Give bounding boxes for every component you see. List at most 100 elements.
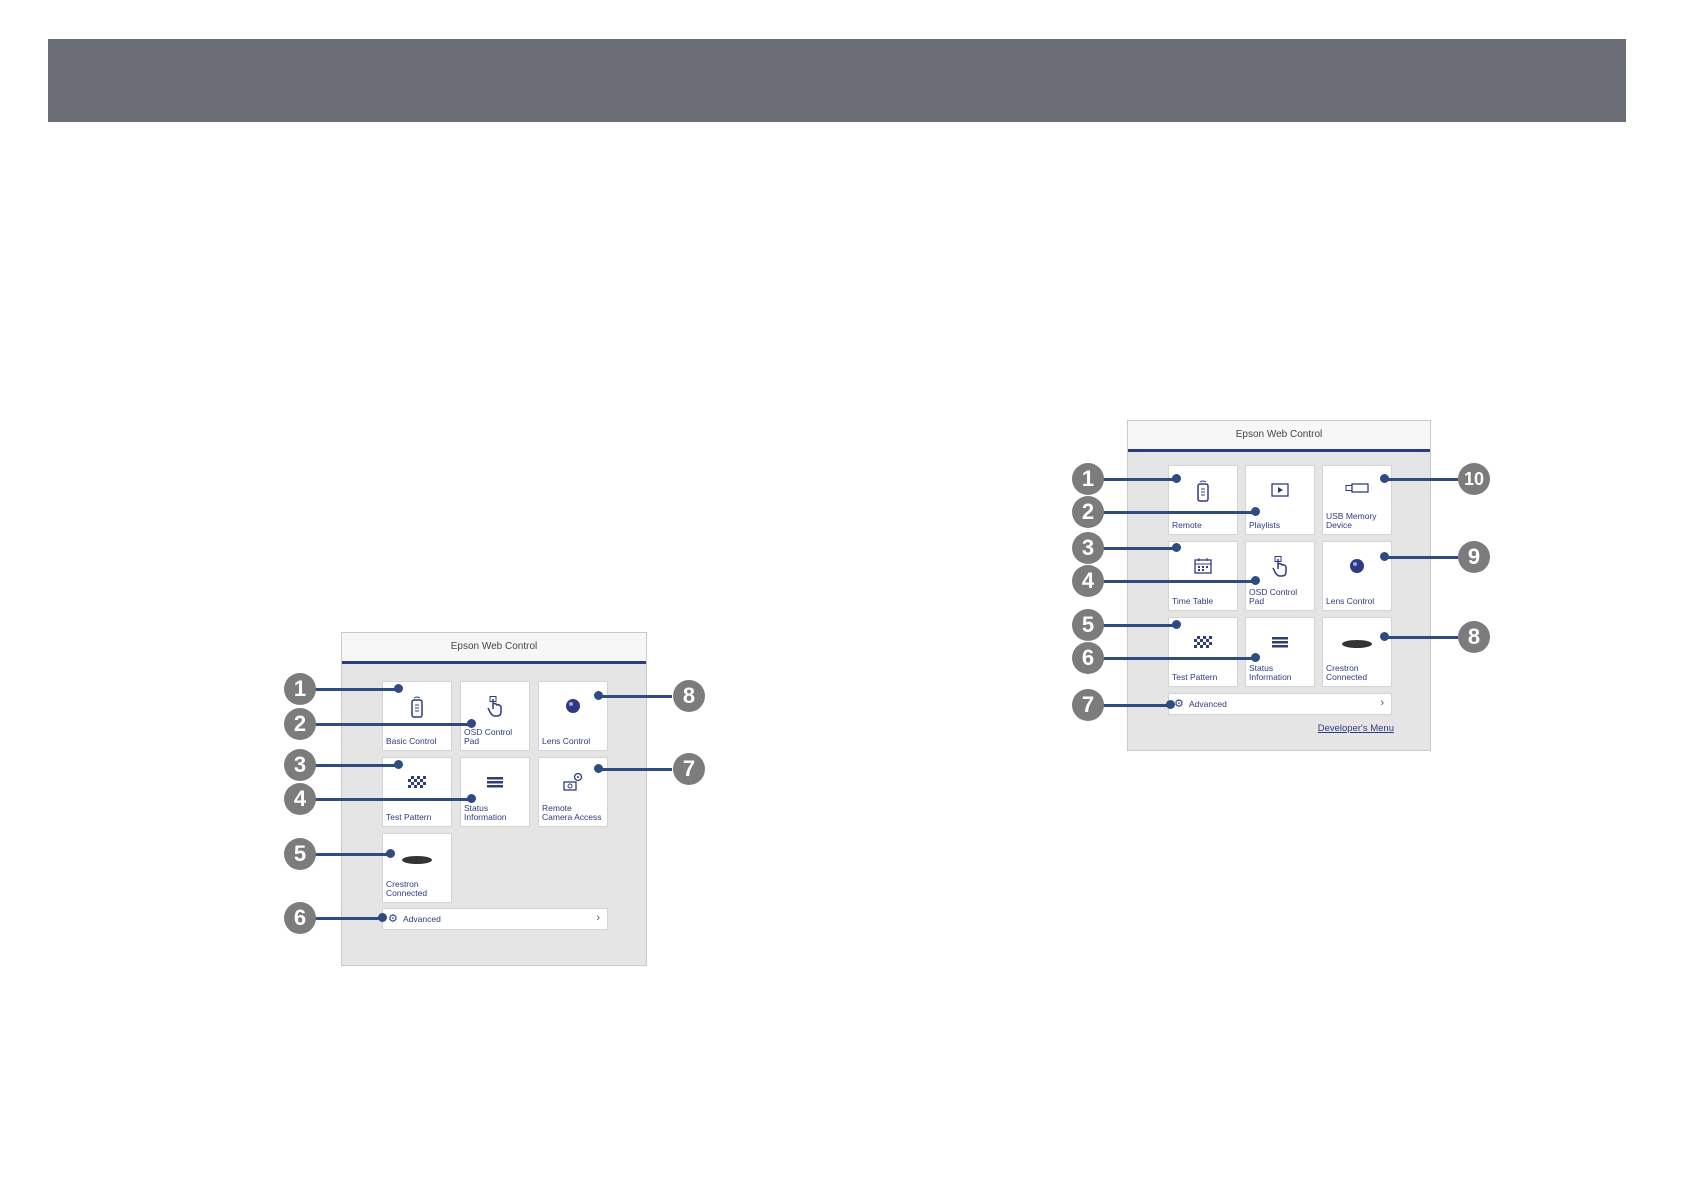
status-information-tile[interactable]: Status Information <box>460 757 530 827</box>
tile-label: Lens Control <box>542 736 591 746</box>
chevron-right-icon: › <box>596 912 600 924</box>
leader-line <box>598 695 672 698</box>
basic-control-tile[interactable]: Basic Control <box>382 681 452 751</box>
leader-dot <box>1251 507 1260 516</box>
leader-line <box>1100 547 1178 550</box>
tile-label: Basic Control <box>386 736 437 746</box>
leader-line <box>312 764 400 767</box>
callout-2: 2 <box>1072 496 1104 528</box>
tile-label: Time Table <box>1172 596 1214 606</box>
callout-8: 8 <box>673 680 705 712</box>
remote-camera-access-tile[interactable]: Remote Camera Access <box>538 757 608 827</box>
status-information-tile[interactable]: Status Information <box>1245 617 1315 687</box>
advanced-button[interactable]: ⚙ Advanced › <box>1168 693 1392 715</box>
crestron-connected-tile[interactable]: Crestron Connected <box>382 833 452 903</box>
page-header-bar <box>48 39 1626 122</box>
leader-line <box>1100 478 1178 481</box>
leader-dot <box>386 849 395 858</box>
callout-4: 4 <box>1072 565 1104 597</box>
test-pattern-icon <box>383 772 451 792</box>
leader-dot <box>594 764 603 773</box>
callout-8: 8 <box>1458 621 1490 653</box>
leader-line <box>1100 624 1178 627</box>
developers-menu-link[interactable]: Developer's Menu <box>1317 723 1394 734</box>
callout-1: 1 <box>1072 463 1104 495</box>
leader-dot <box>1172 620 1181 629</box>
tile-label: USB Memory Device <box>1326 511 1377 530</box>
test-pattern-tile[interactable]: Test Pattern <box>1168 617 1238 687</box>
test-pattern-tile[interactable]: Test Pattern <box>382 757 452 827</box>
leader-dot <box>1172 474 1181 483</box>
callout-6: 6 <box>1072 642 1104 674</box>
crestron-logo-icon <box>1323 632 1391 652</box>
leader-dot <box>1172 543 1181 552</box>
osd-control-pad-tile[interactable]: OSD Control Pad <box>460 681 530 751</box>
leader-dot <box>1251 653 1260 662</box>
gear-icon: ⚙ <box>388 913 398 925</box>
gear-icon: ⚙ <box>1174 698 1184 710</box>
playlist-icon <box>1246 480 1314 504</box>
callout-5: 5 <box>1072 609 1104 641</box>
callout-3: 3 <box>1072 532 1104 564</box>
tile-label: Status Information <box>464 803 507 822</box>
usb-icon <box>1323 480 1391 502</box>
lens-icon <box>1323 556 1391 582</box>
leader-line <box>312 798 474 801</box>
panel-title: Epson Web Control <box>1128 421 1430 452</box>
list-icon <box>1246 632 1314 656</box>
leader-dot <box>1380 474 1389 483</box>
leader-line <box>312 917 384 920</box>
time-table-tile[interactable]: Time Table <box>1168 541 1238 611</box>
tile-label: OSD Control Pad <box>1249 587 1298 606</box>
leader-line <box>312 688 400 691</box>
playlists-tile[interactable]: Playlists <box>1245 465 1315 535</box>
leader-dot <box>1380 632 1389 641</box>
tile-label: Test Pattern <box>1172 672 1218 682</box>
calendar-icon <box>1169 556 1237 580</box>
leader-dot <box>594 691 603 700</box>
tile-label: Remote <box>1172 520 1202 530</box>
tile-label: Status Information <box>1249 663 1292 682</box>
remote-icon <box>383 696 451 722</box>
remote-icon <box>1169 480 1237 506</box>
lens-icon <box>539 696 607 722</box>
leader-line <box>1384 556 1458 559</box>
leader-dot <box>467 794 476 803</box>
callout-7: 7 <box>673 753 705 785</box>
leader-line <box>1100 511 1258 514</box>
crestron-logo-icon <box>383 848 451 868</box>
panel-title: Epson Web Control <box>342 633 646 664</box>
callout-2: 2 <box>284 708 316 740</box>
tile-label: Crestron Connected <box>1326 663 1368 682</box>
test-pattern-icon <box>1169 632 1237 652</box>
callout-1: 1 <box>284 673 316 705</box>
tile-label: Lens Control <box>1326 596 1375 606</box>
leader-line <box>312 723 474 726</box>
callout-3: 3 <box>284 749 316 781</box>
tile-label: Crestron Connected <box>386 879 428 898</box>
touch-icon <box>1246 556 1314 582</box>
camera-icon <box>539 772 607 798</box>
touch-icon <box>461 696 529 722</box>
tile-label: Test Pattern <box>386 812 432 822</box>
leader-dot <box>1166 700 1175 709</box>
advanced-button[interactable]: ⚙ Advanced › <box>382 908 608 930</box>
callout-5: 5 <box>284 838 316 870</box>
leader-line <box>1100 704 1172 707</box>
tile-label: Playlists <box>1249 520 1281 530</box>
callout-4: 4 <box>284 783 316 815</box>
leader-line <box>1100 657 1258 660</box>
leader-dot <box>394 760 403 769</box>
leader-dot <box>378 913 387 922</box>
tile-label: OSD Control Pad <box>464 727 513 746</box>
crestron-connected-tile[interactable]: Crestron Connected <box>1322 617 1392 687</box>
leader-line <box>1100 580 1258 583</box>
leader-dot <box>467 719 476 728</box>
leader-line <box>1384 636 1458 639</box>
callout-10: 10 <box>1458 463 1490 495</box>
leader-dot <box>1251 576 1260 585</box>
tile-label: Remote Camera Access <box>542 803 602 822</box>
list-icon <box>461 772 529 796</box>
leader-line <box>598 768 672 771</box>
leader-line <box>312 853 392 856</box>
